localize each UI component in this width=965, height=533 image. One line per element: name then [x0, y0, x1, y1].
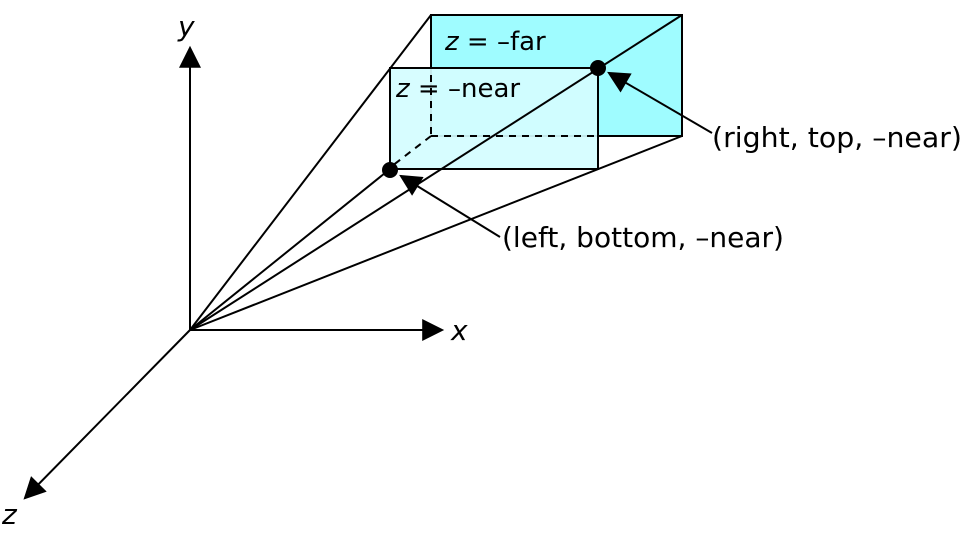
right-top-point-label: (right, top, –near)	[712, 121, 962, 154]
axes	[23, 45, 445, 500]
near-plane	[389, 67, 599, 170]
far-plane-label-rest: = –far	[459, 27, 546, 57]
far-plane-label-var: z	[444, 27, 460, 57]
right-top-point	[590, 60, 606, 76]
near-plane-label-rest: = –near	[410, 74, 521, 104]
left-bottom-callout-arrow	[399, 174, 501, 238]
far-plane-label: z = –far	[444, 27, 546, 57]
y-axis-label: y	[177, 10, 195, 43]
left-bottom-point-label: (left, bottom, –near)	[502, 221, 784, 254]
near-plane-label-var: z	[395, 74, 411, 104]
right-top-callout-arrow	[607, 71, 713, 134]
hidden-edges-overlay	[391, 75, 598, 167]
near-plane-label: z = –near	[395, 74, 520, 104]
x-axis-label: x	[450, 314, 468, 347]
left-bottom-point	[382, 162, 398, 178]
z-axis-label: z	[1, 498, 18, 531]
z-axis	[23, 329, 191, 500]
